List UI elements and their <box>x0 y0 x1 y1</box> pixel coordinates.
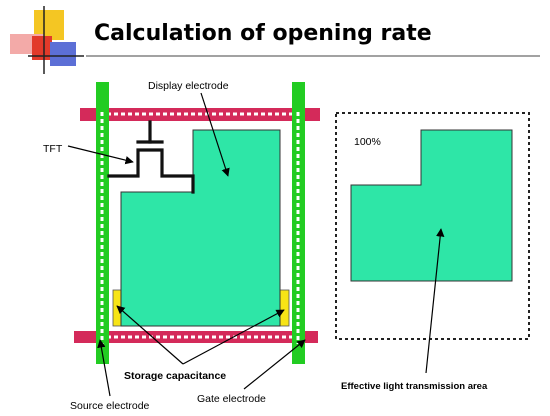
source-electrode-label: Source electrode <box>70 400 150 412</box>
gate-line-bottom <box>74 331 318 343</box>
storage-arrow-left <box>116 305 184 365</box>
tft-symbol <box>107 120 195 194</box>
tft-arrow <box>67 145 134 165</box>
pixel-diagram <box>74 82 320 364</box>
storage-arrow-right <box>182 309 285 365</box>
effective-area-arrow <box>425 228 445 374</box>
effective-electrode-shape <box>350 129 513 282</box>
effective-area-label: Effective light transmission area <box>341 381 488 392</box>
slide-logo <box>10 6 84 74</box>
annotation-arrows <box>67 92 445 397</box>
source-line-left <box>96 82 109 364</box>
effective-area-panel: 100% <box>335 112 530 340</box>
tft-label: TFT <box>43 143 63 155</box>
gate-electrode-label: Gate electrode <box>197 393 266 405</box>
gate-electrode-arrow <box>243 339 306 390</box>
display-electrode-arrow <box>200 92 230 177</box>
source-electrode-arrow <box>97 339 111 397</box>
display-electrode <box>120 129 281 327</box>
logo-blue-square <box>50 42 76 66</box>
source-line-right <box>292 82 305 364</box>
effective-area-frame <box>335 112 530 340</box>
slide-title: Calculation of opening rate <box>94 21 432 46</box>
display-electrode-label: Display electrode <box>148 80 229 92</box>
storage-capacitance-label: Storage capacitance <box>124 370 226 382</box>
percent-label: 100% <box>354 136 381 148</box>
logo-red-block <box>32 36 52 60</box>
